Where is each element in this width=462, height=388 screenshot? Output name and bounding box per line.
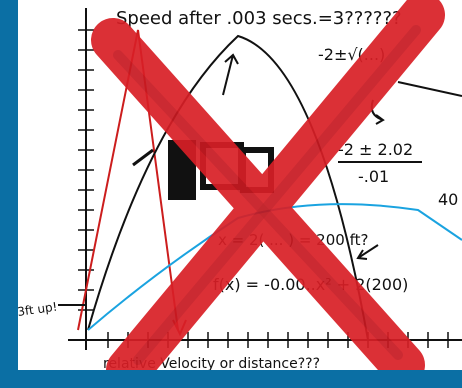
arrow-diagonal — [356, 244, 379, 260]
sketch-drawing: Speed after .003 secs.=3?????? -2±√(...)… — [18, 0, 462, 370]
title-note: Speed after .003 secs.=3?????? — [116, 8, 402, 29]
red-x-mark — [91, 0, 445, 370]
expr-mid-denominator: -.01 — [358, 167, 389, 186]
red-rise-line — [77, 29, 179, 331]
arrow-line-top-right — [397, 81, 462, 97]
arrow-up — [222, 53, 239, 96]
note-40: 40 — [438, 190, 458, 209]
expr-mid-numerator: -2 ± 2.02 — [338, 140, 413, 159]
whiteboard-canvas: Speed after .003 secs.=3?????? -2±√(...)… — [18, 0, 462, 370]
parabola-curve — [87, 34, 369, 341]
side-label: 3ft up! — [18, 300, 58, 319]
y-axis — [78, 8, 94, 350]
